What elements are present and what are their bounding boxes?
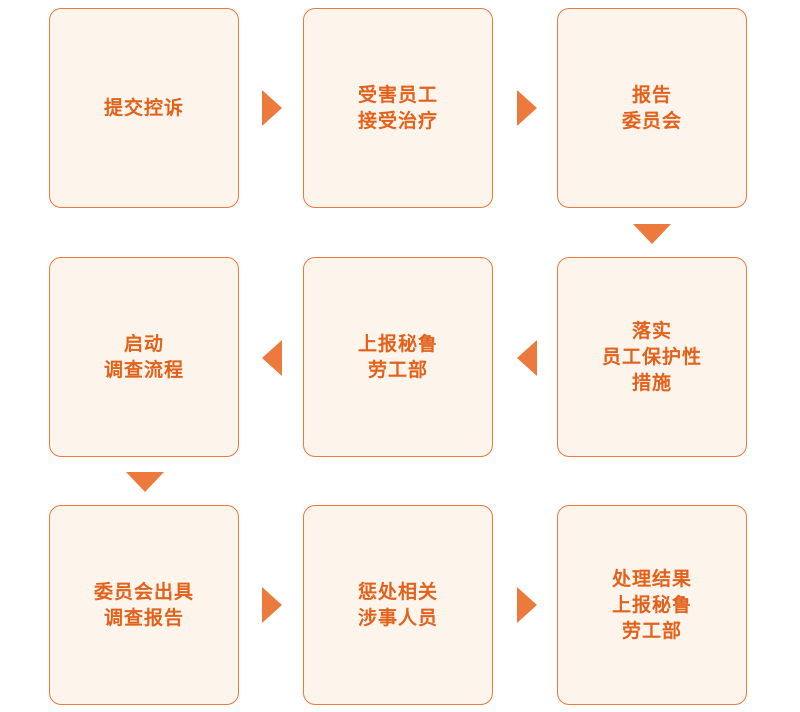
step-submit-complaint: 提交控诉 — [49, 8, 239, 208]
step-start-investigation: 启动 调查流程 — [49, 257, 239, 457]
arrow-right-icon — [262, 90, 282, 126]
step-label-line: 报告 — [631, 84, 672, 106]
step-label-line: 调查报告 — [103, 607, 184, 629]
step-report-result: 处理结果 上报秘鲁 劳工部 — [557, 505, 747, 705]
step-label-line: 提交控诉 — [103, 97, 184, 119]
step-report-labor-ministry: 上报秘鲁 劳工部 — [303, 257, 493, 457]
step-label-line: 调查流程 — [103, 359, 184, 381]
step-label-line: 上报秘鲁 — [357, 333, 438, 355]
step-committee-report: 委员会出具 调查报告 — [49, 505, 239, 705]
arrow-left-icon — [262, 340, 282, 376]
step-victim-treatment: 受害员工 接受治疗 — [303, 8, 493, 208]
step-label-line: 惩处相关 — [357, 581, 438, 603]
arrow-right-icon — [262, 587, 282, 623]
step-label-line: 上报秘鲁 — [611, 594, 692, 616]
arrow-right-icon — [517, 90, 537, 126]
arrow-down-icon — [633, 224, 671, 244]
step-label-line: 委员会 — [621, 110, 682, 132]
step-punish-involved: 惩处相关 涉事人员 — [303, 505, 493, 705]
step-label-line: 委员会出具 — [93, 581, 194, 603]
arrow-right-icon — [517, 587, 537, 623]
step-label-line: 处理结果 — [611, 568, 692, 590]
step-label-line: 涉事人员 — [357, 607, 438, 629]
step-label-line: 员工保护性 — [601, 346, 702, 368]
step-label-line: 启动 — [123, 333, 164, 355]
step-label-line: 受害员工 — [357, 84, 438, 106]
step-protective-measures: 落实 员工保护性 措施 — [557, 257, 747, 457]
step-label-line: 劳工部 — [367, 359, 428, 381]
step-label-line: 劳工部 — [621, 620, 682, 642]
step-label-line: 措施 — [631, 372, 672, 394]
arrow-down-icon — [126, 472, 164, 492]
step-label-line: 落实 — [631, 320, 672, 342]
step-report-committee: 报告 委员会 — [557, 8, 747, 208]
arrow-left-icon — [517, 340, 537, 376]
step-label-line: 接受治疗 — [357, 110, 438, 132]
